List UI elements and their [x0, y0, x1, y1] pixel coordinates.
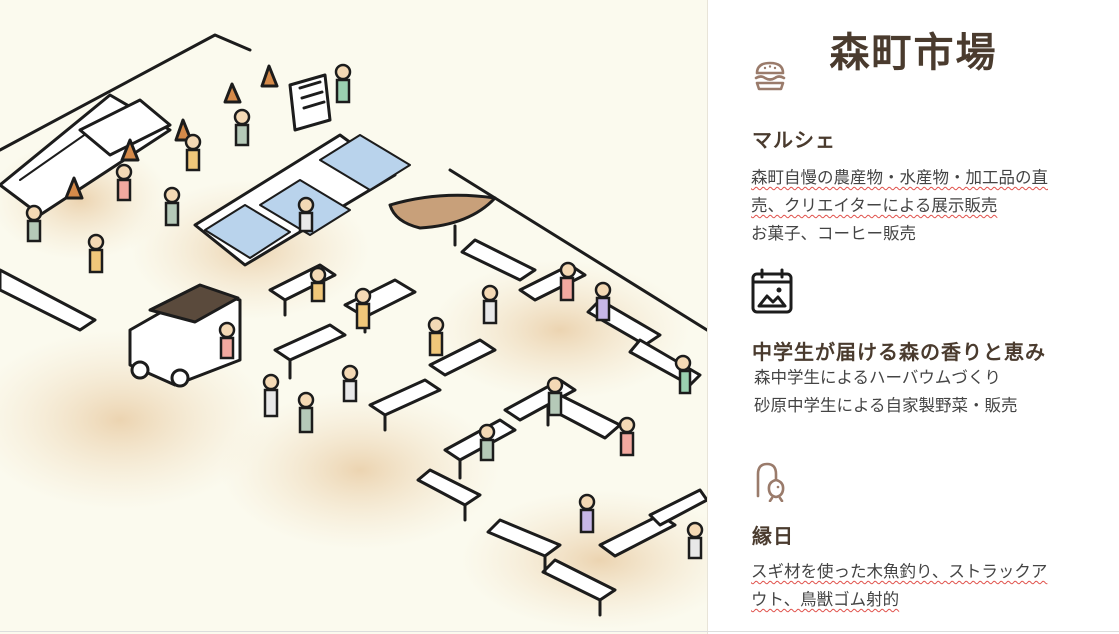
ennichi-line-2: ウト、鳥獣ゴム射的	[751, 590, 900, 609]
marche-line-2: 売、クリエイターによる展示販売	[751, 196, 998, 215]
bottom-divider	[0, 631, 1119, 632]
ennichi-heading: 縁日	[752, 524, 794, 548]
junior-heading: 中学生が届ける森の香りと恵み	[752, 340, 1046, 364]
marche-heading: マルシェ	[752, 128, 836, 152]
market-illustration	[0, 0, 708, 634]
marche-line-3: お菓子、コーヒー販売	[751, 224, 916, 243]
market-scene-drawing	[0, 33, 707, 630]
marche-line-1: 森町自慢の農産物・水産物・加工品の直	[751, 168, 1048, 187]
ennichi-line-1: スギ材を使った木魚釣り、ストラックア	[751, 562, 1048, 581]
junior-line-1: 森中学生によるハーバウムづくり	[754, 368, 1001, 387]
fishing-hook-icon	[756, 462, 785, 502]
page-title: 森町市場	[829, 30, 998, 76]
burger-icon	[754, 61, 786, 91]
info-panel: 森町市場 マルシェ 森町自慢の農産物・水産物・加工品の直 売、クリエイターによる…	[708, 0, 1119, 634]
calendar-image-icon	[751, 268, 793, 314]
junior-line-2: 砂原中学生による自家製野菜・販売	[754, 396, 1018, 415]
